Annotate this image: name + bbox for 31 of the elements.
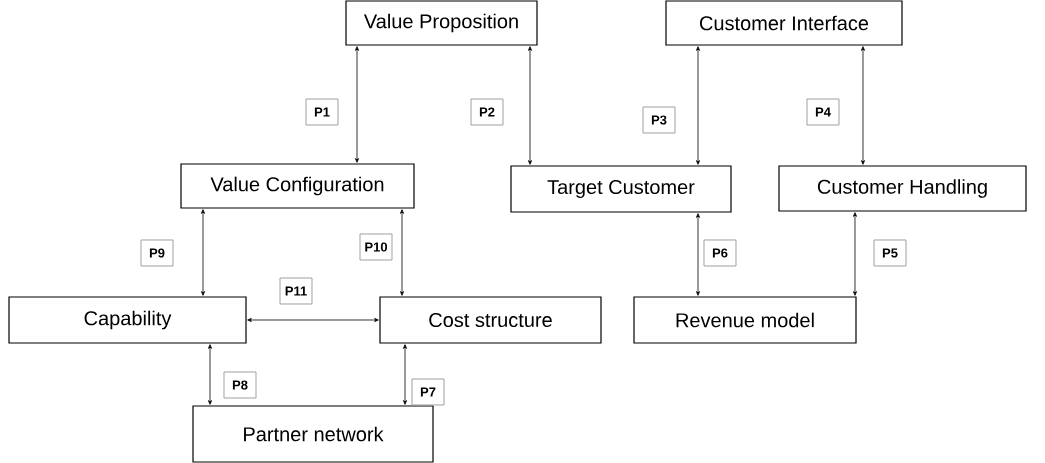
double-arrow	[400, 209, 404, 296]
double-arrow	[208, 344, 212, 405]
edge-label: P3	[642, 106, 676, 134]
double-arrow	[696, 213, 700, 296]
process-box: Capability	[8, 296, 247, 344]
process-box: Customer Interface	[665, 0, 903, 46]
edge-label: P6	[703, 239, 737, 267]
double-arrow	[247, 318, 379, 322]
double-arrow	[403, 344, 407, 405]
double-arrow	[853, 212, 857, 296]
double-arrow	[861, 46, 865, 165]
process-box: Value Proposition	[345, 0, 538, 46]
edge-label: P2	[470, 98, 504, 126]
double-arrow	[201, 209, 205, 296]
process-box: Revenue model	[633, 296, 857, 344]
edge-label: P9	[140, 239, 174, 267]
edge-label: P7	[411, 378, 445, 406]
edge-label: P5	[873, 239, 907, 267]
edge-label: P8	[223, 371, 257, 399]
edge-label: P11	[279, 277, 313, 305]
process-box: Cost structure	[379, 296, 602, 344]
edge-label: P10	[359, 233, 393, 261]
double-arrow	[355, 46, 359, 163]
process-box: Target Customer	[510, 165, 732, 213]
process-box: Customer Handling	[778, 165, 1027, 212]
edge-label: P1	[305, 98, 339, 126]
process-box: Partner network	[192, 405, 434, 463]
double-arrow	[696, 46, 700, 165]
edge-label: P4	[806, 98, 840, 126]
double-arrow	[528, 46, 532, 165]
process-box: Value Configuration	[180, 163, 415, 209]
